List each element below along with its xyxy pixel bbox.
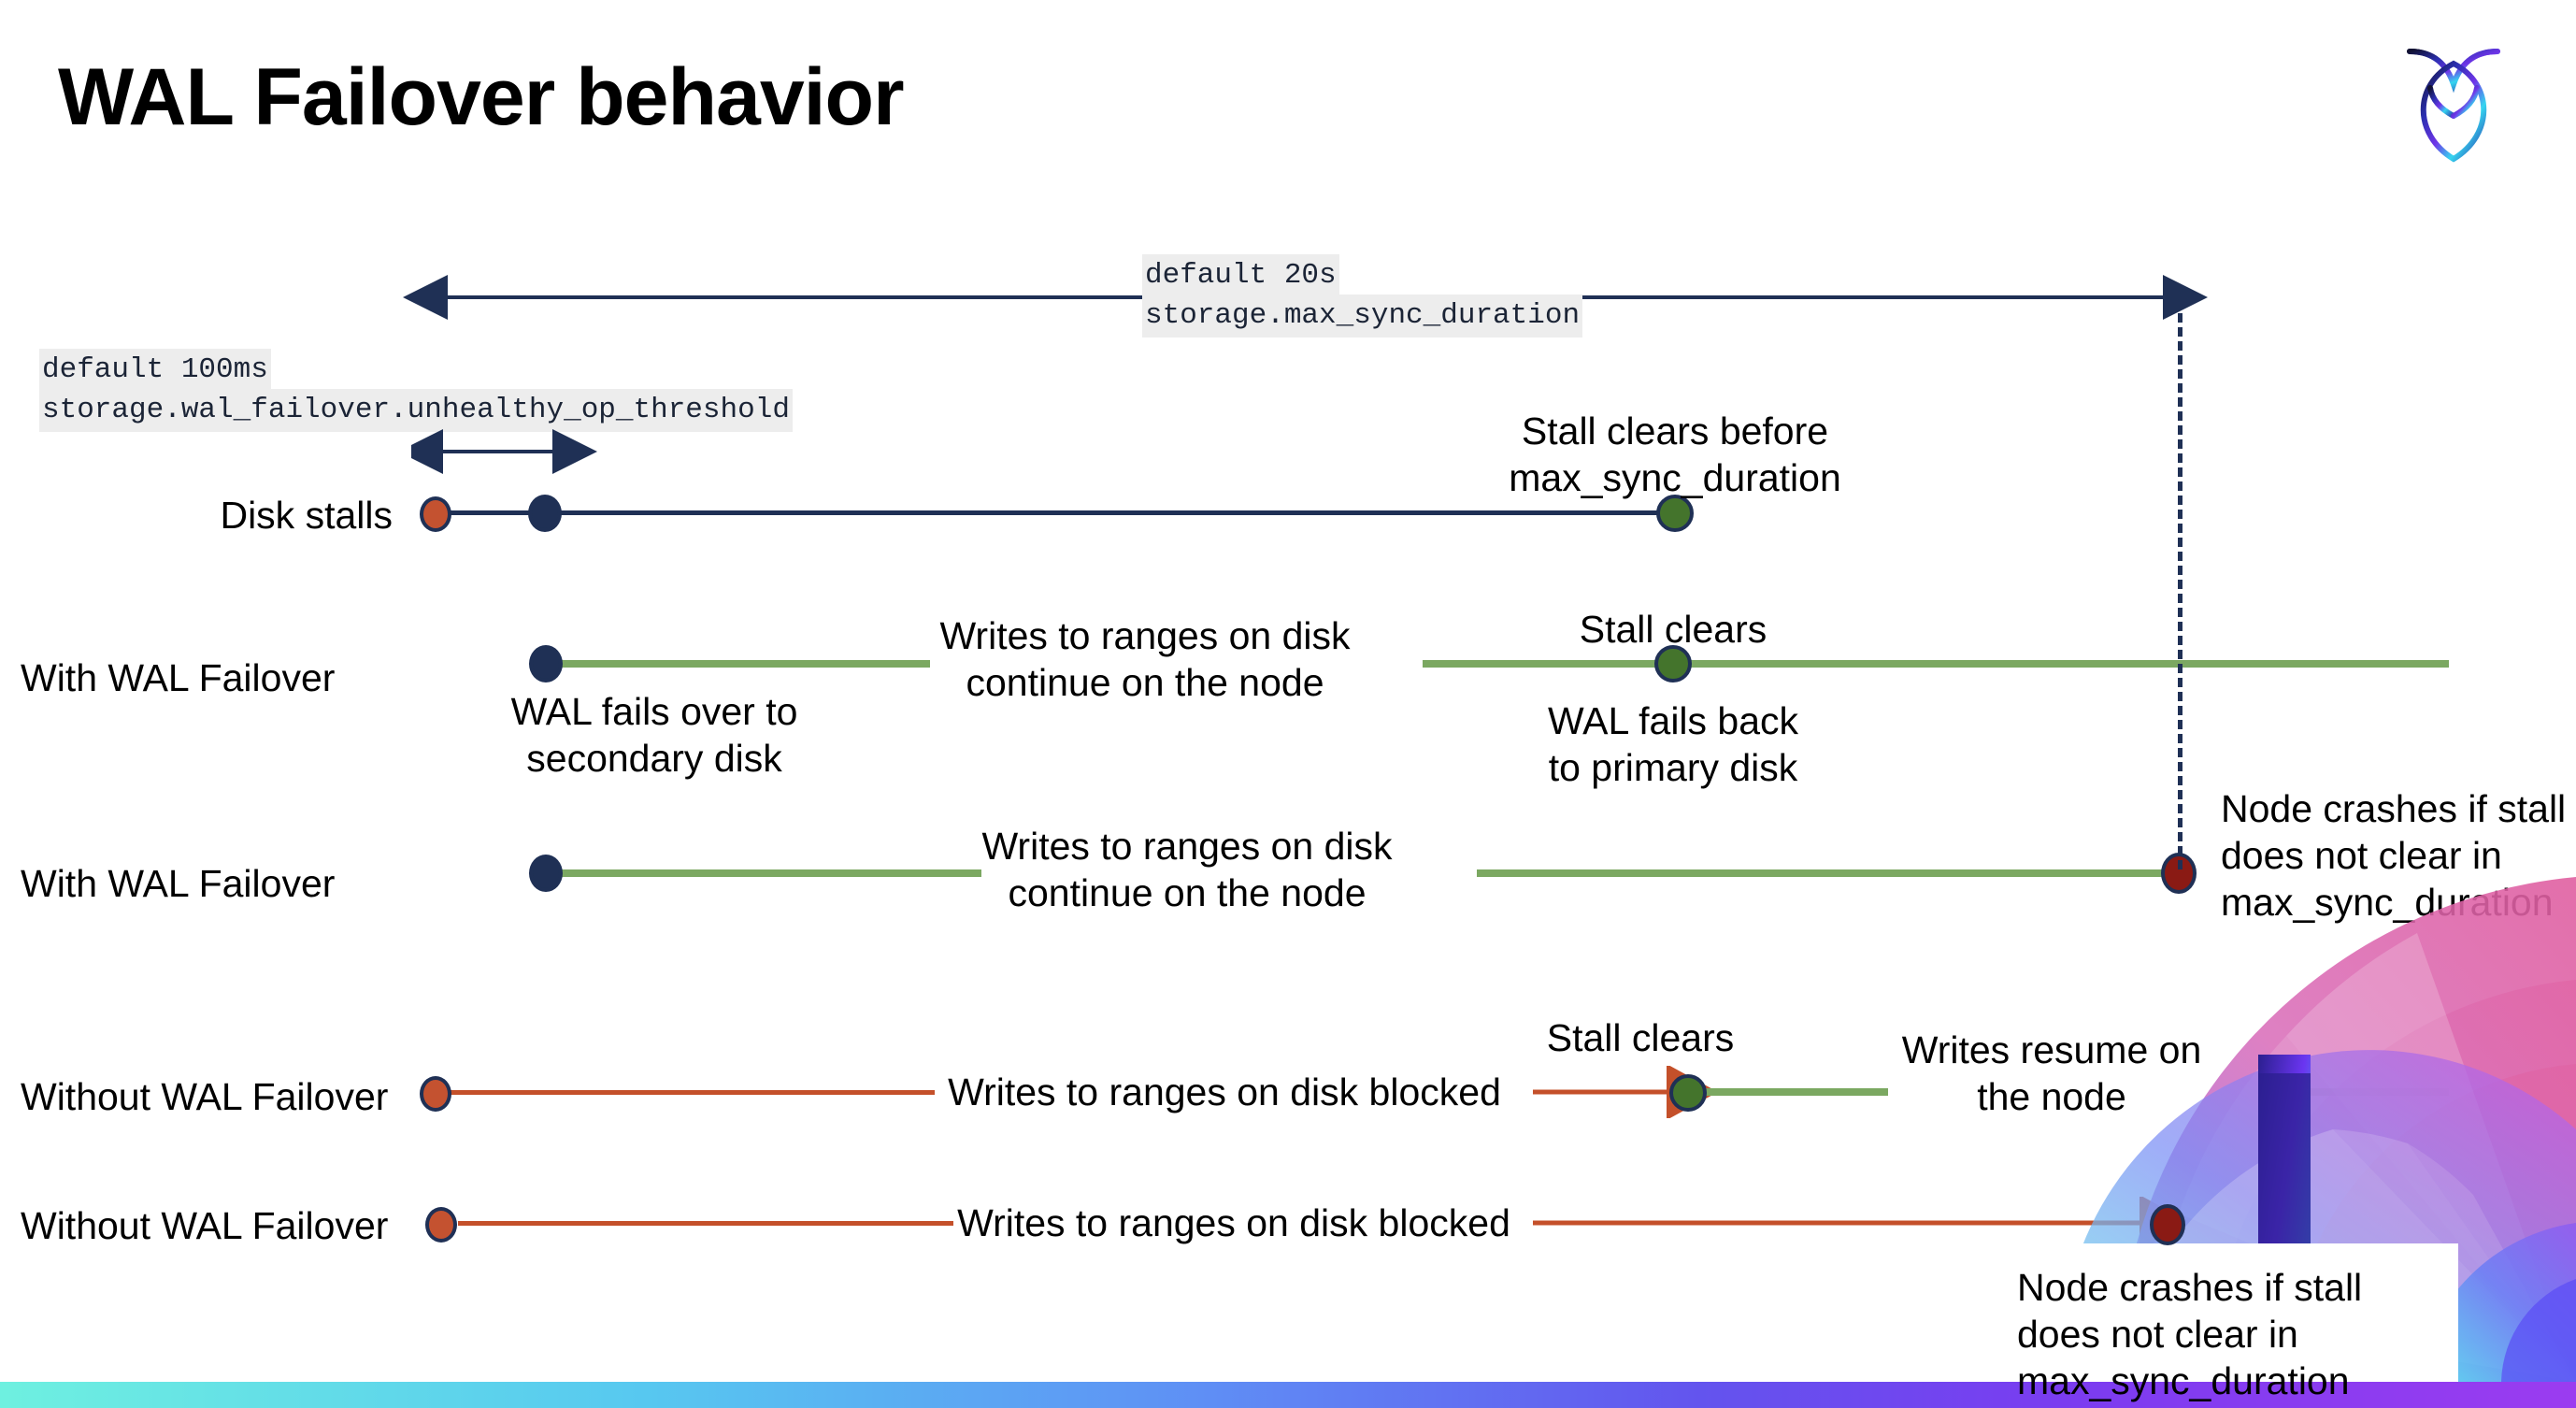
unhealthy-name-code: storage.wal_failover.unhealthy_op_thresh… [39, 389, 793, 432]
max-sync-deadline-dashed-line [2178, 299, 2182, 869]
disk-stall-timeline [436, 510, 1675, 515]
unhealthy-default-code: default 100ms [39, 349, 271, 392]
note-stall-clears-2: Stall clears [1546, 1016, 1735, 1059]
max-sync-duration-span-arrow [403, 275, 2208, 320]
note-stall-clears-1: Stall clears [1579, 608, 1767, 651]
row5-orange-seg-left [458, 1221, 953, 1226]
max-sync-name-code: storage.max_sync_duration [1142, 295, 1583, 338]
note-writes-resume: Writes resume on the node [1901, 1028, 2202, 1119]
note-writes-continue-1: Writes to ranges on disk continue on the… [939, 614, 1351, 705]
row3-failover-dot [529, 855, 563, 892]
row4-stall-start-dot [420, 1076, 451, 1112]
row3-green-seg-left [542, 869, 981, 877]
row4-blocked-arrow [1533, 1066, 1718, 1118]
note-stall-clears-before-max-sync: Stall clears before max_sync_duration [1509, 409, 1841, 500]
row3-green-seg-right [1477, 869, 2173, 877]
row-label-with-wal-failover-2: With WAL Failover [21, 862, 336, 905]
row5-blocked-arrow [1533, 1197, 2168, 1249]
note-writes-continue-2: Writes to ranges on disk continue on the… [981, 825, 1393, 915]
note-node-crashes-2: Node crashes if stall does not clear in … [2017, 1266, 2363, 1403]
row2-stall-clear-dot [1654, 645, 1692, 682]
row-label-without-wal-failover-1: Without WAL Failover [21, 1075, 389, 1118]
note-wal-fails-back: WAL fails back to primary disk [1547, 699, 1799, 790]
crash-note-backdrop [1991, 1243, 2458, 1408]
max-sync-default-code: default 20s [1142, 254, 1339, 297]
row2-green-seg-left [542, 660, 930, 668]
disk-stall-clear-dot [1656, 495, 1694, 532]
row-label-with-wal-failover-1: With WAL Failover [21, 656, 336, 699]
disk-stall-failover-dot [528, 495, 562, 532]
cockroachdb-logo-icon [2393, 26, 2514, 166]
row5-stall-start-dot [425, 1207, 457, 1243]
note-writes-blocked-2: Writes to ranges on disk blocked [957, 1201, 1510, 1244]
row4-stall-clear-dot [1669, 1074, 1707, 1112]
unhealthy-threshold-span-arrow [411, 429, 597, 474]
row2-failover-dot [529, 645, 563, 682]
page-title: WAL Failover behavior [58, 52, 905, 142]
note-writes-blocked-1: Writes to ranges on disk blocked [948, 1070, 1501, 1113]
row5-crash-dot [2150, 1204, 2185, 1245]
row2-green-seg-right [1423, 660, 2449, 668]
disk-stall-start-dot [420, 496, 451, 532]
bottom-accent-bar [0, 1382, 2576, 1408]
note-wal-fails-over: WAL fails over to secondary disk [510, 690, 798, 781]
row-label-without-wal-failover-2: Without WAL Failover [21, 1204, 389, 1247]
row4-green-seg-right [1701, 1088, 1888, 1096]
row4-orange-seg-left [449, 1090, 935, 1095]
row-label-disk-stalls: Disk stalls [220, 494, 393, 537]
